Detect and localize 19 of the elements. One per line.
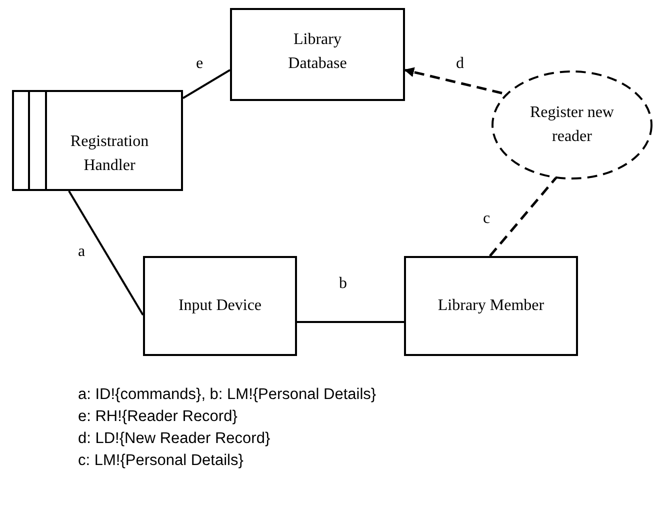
connector-line	[68, 190, 144, 316]
note-text: d: LD!{New Reader Record}	[78, 429, 272, 449]
note-text: a: ID!{commands}, b: LM!{Personal Details}	[78, 385, 376, 405]
node-label: Library Member	[438, 296, 544, 316]
process-box	[404, 256, 578, 356]
connector-line	[489, 176, 558, 257]
dashed-arrow	[404, 67, 502, 94]
node-label: Input Device	[178, 296, 262, 316]
connector-line	[182, 69, 231, 99]
process-box	[230, 8, 405, 101]
note-text: c: LM!{Personal Details}	[78, 451, 244, 471]
node-label: Library Database	[287, 30, 348, 74]
node-label: Registration Handler	[69, 132, 150, 176]
note-text: e: RH!{Reader Record}	[78, 407, 238, 427]
connector-line	[297, 321, 404, 323]
handler-box	[12, 90, 183, 191]
process-box	[143, 256, 297, 356]
process-ellipse	[491, 70, 653, 180]
node-label: Register new reader	[529, 103, 615, 147]
